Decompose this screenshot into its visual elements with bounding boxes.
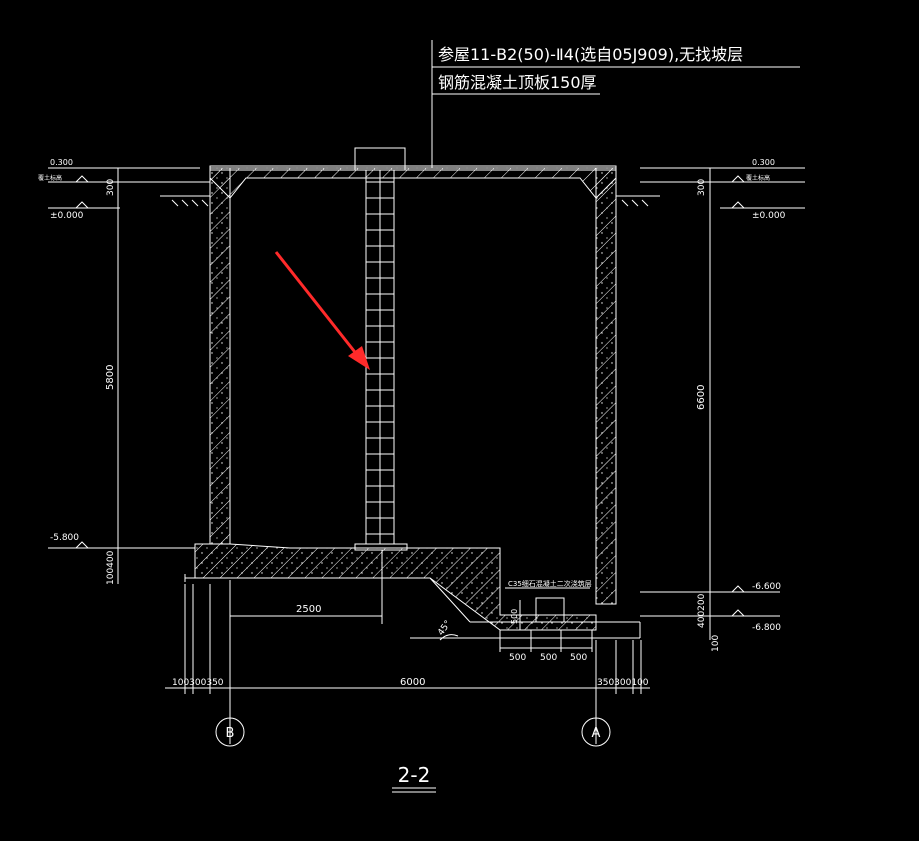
bottom-dimension — [165, 584, 650, 744]
axis-a-label: A — [592, 726, 601, 741]
dim-500-c: 500 — [570, 653, 587, 663]
dim-6000: 6000 — [400, 677, 425, 688]
right-elev-bottom-1: -6.600 — [752, 582, 781, 592]
left-wall — [209, 167, 231, 545]
roof-slab — [209, 165, 617, 199]
red-arrow — [274, 251, 370, 370]
sump-detail — [499, 587, 593, 652]
dim-right-400-200: 400200 — [697, 593, 707, 628]
dim-bottom-right: 350300100 — [597, 678, 649, 688]
note-line-1: 参屋11-B2(50)-Ⅱ4(选自05J909),无找坡层 — [438, 45, 743, 64]
axis-a-bubble: A — [581, 717, 611, 747]
ladder-rungs — [366, 181, 394, 535]
left-elev-top: 0.300 — [50, 158, 73, 167]
dim-left-300: 300 — [106, 179, 116, 196]
dim-right-100: 100 — [711, 635, 721, 652]
bottom-slab — [184, 543, 641, 639]
right-elev-top-note: 覆土标高 — [746, 174, 770, 182]
dim-left-100-400: 100400 — [106, 550, 116, 585]
ground-lines — [160, 195, 660, 207]
axis-b-bubble: B — [215, 717, 245, 747]
dim-sump-depth: 500 — [510, 609, 519, 624]
dim-2500: 2500 — [296, 604, 321, 615]
right-elevations — [640, 167, 805, 640]
left-elev-ground: ±0.000 — [50, 211, 84, 221]
left-elevations — [48, 167, 210, 584]
dim-left-5800: 5800 — [105, 365, 116, 390]
dim-bottom-left: 100300350 — [172, 678, 224, 688]
sump-note: C35细石混凝土二次浇筑层 — [508, 579, 592, 588]
dim-right-6600: 6600 — [696, 385, 707, 410]
left-elev-top-note: 覆土标高 — [38, 174, 62, 182]
dim-500-a: 500 — [509, 653, 526, 663]
left-elev-bottom: -5.800 — [50, 533, 79, 543]
dim-500-b: 500 — [540, 653, 557, 663]
ladder-shaft — [354, 147, 408, 551]
dim-right-300: 300 — [697, 179, 707, 196]
right-wall — [595, 167, 617, 605]
section-title: 2-2 — [398, 763, 431, 787]
right-elev-top: 0.300 — [752, 158, 775, 167]
note-leader — [431, 40, 800, 168]
right-elev-bottom-2: -6.800 — [752, 623, 781, 633]
angle-arc — [439, 634, 459, 641]
note-line-2: 钢筋混凝土顶板150厚 — [438, 73, 597, 92]
axis-b-label: B — [226, 726, 235, 741]
right-elev-ground: ±0.000 — [752, 211, 786, 221]
